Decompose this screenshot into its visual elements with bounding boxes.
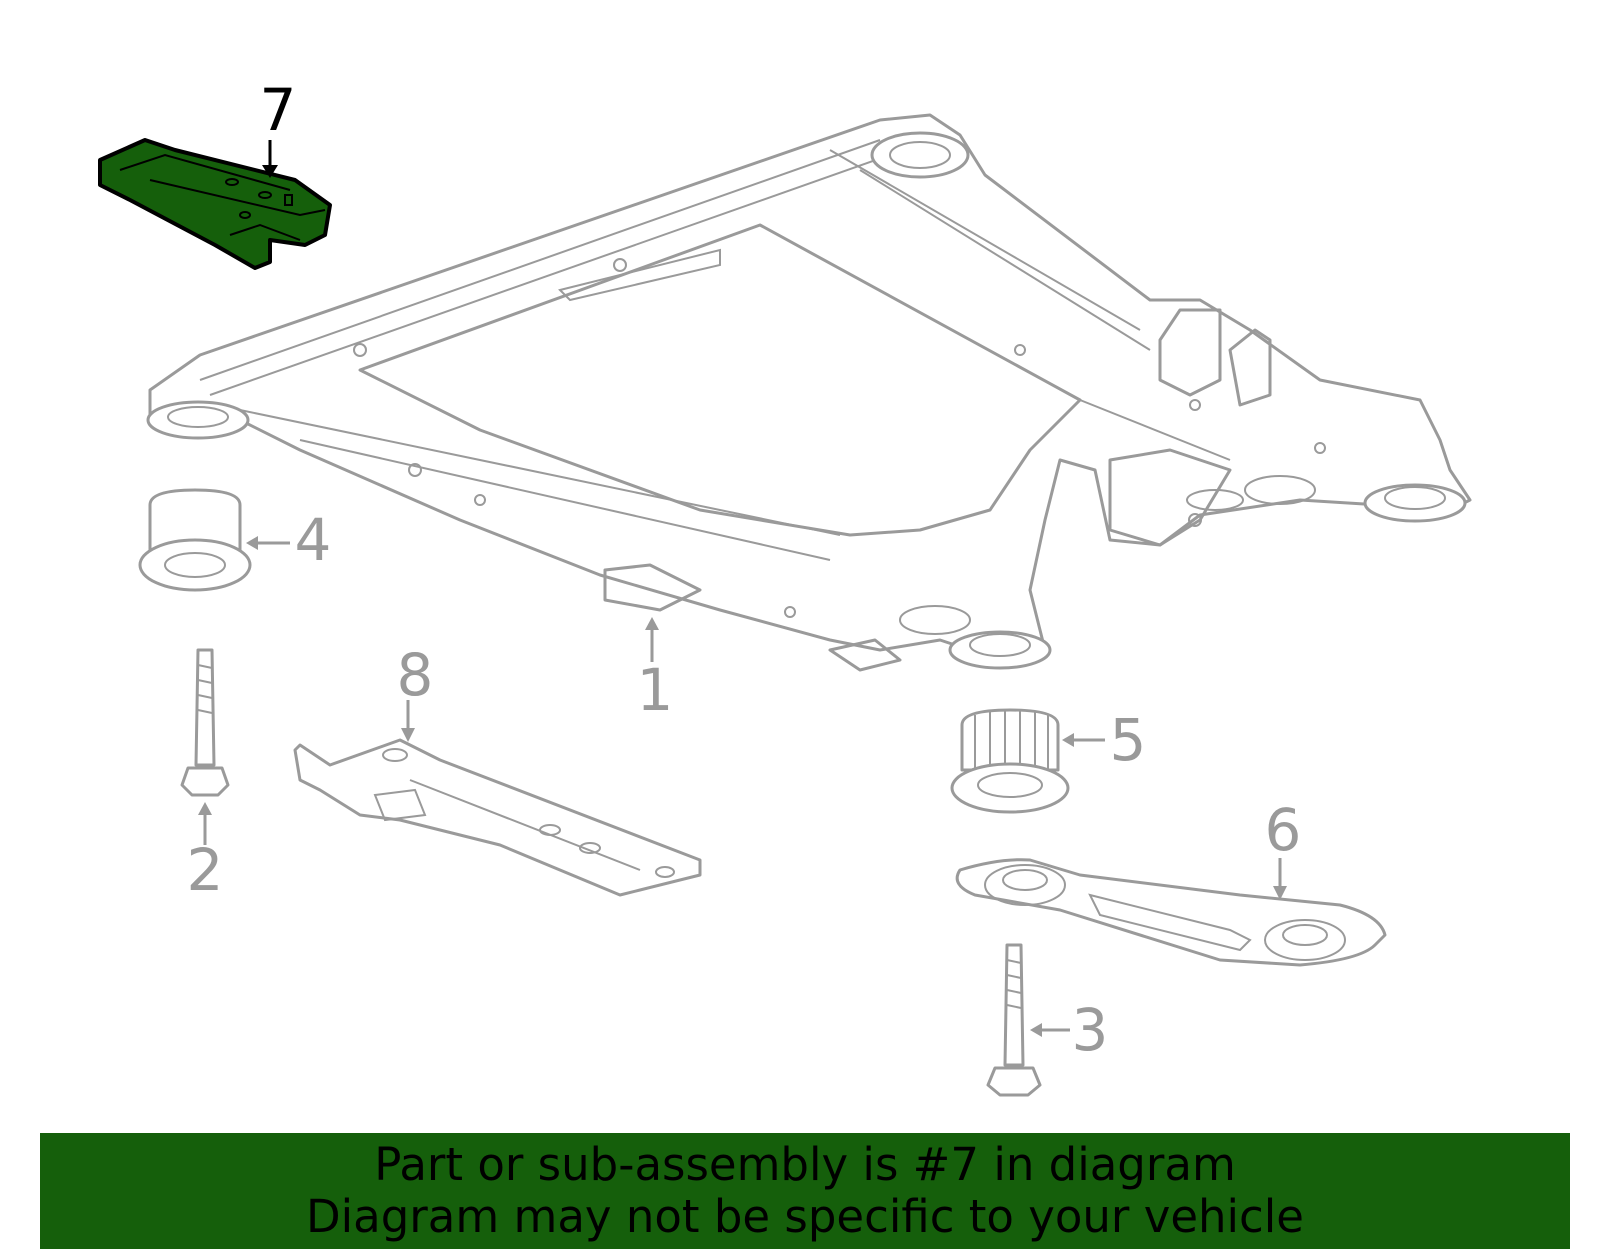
info-banner: Part or sub-assembly is #7 in diagram Di… <box>40 1133 1570 1249</box>
part-2-bolt[interactable] <box>180 648 230 797</box>
callout-3[interactable]: 3 <box>1030 996 1108 1064</box>
callout-7[interactable]: 7 <box>260 76 297 178</box>
part-6-plate[interactable] <box>955 858 1387 967</box>
part-5-bushing[interactable] <box>950 708 1070 814</box>
part-3-bolt[interactable] <box>986 943 1042 1097</box>
callout-8[interactable]: 8 <box>397 641 434 742</box>
banner-line-2: Diagram may not be specific to your vehi… <box>306 1190 1304 1243</box>
part-4-bushing[interactable] <box>138 488 252 592</box>
callout-6-label: 6 <box>1265 796 1302 864</box>
callout-1-label: 1 <box>637 656 674 724</box>
callout-2-label: 2 <box>187 836 224 904</box>
part-1-subframe[interactable] <box>146 113 1472 672</box>
part-7-bracket[interactable] <box>98 138 332 270</box>
callout-8-label: 8 <box>397 641 434 709</box>
callout-6[interactable]: 6 <box>1265 796 1302 900</box>
part-8-shield[interactable] <box>293 738 702 897</box>
callout-5-label: 5 <box>1110 706 1147 774</box>
callout-1[interactable]: 1 <box>637 617 674 724</box>
callout-7-label: 7 <box>260 76 297 144</box>
callout-5[interactable]: 5 <box>1062 706 1146 774</box>
banner-line-1: Part or sub-assembly is #7 in diagram <box>374 1138 1236 1191</box>
callout-4-label: 4 <box>295 506 332 574</box>
callout-4[interactable]: 4 <box>246 506 331 574</box>
callout-2[interactable]: 2 <box>187 802 224 904</box>
callout-3-label: 3 <box>1072 996 1109 1064</box>
